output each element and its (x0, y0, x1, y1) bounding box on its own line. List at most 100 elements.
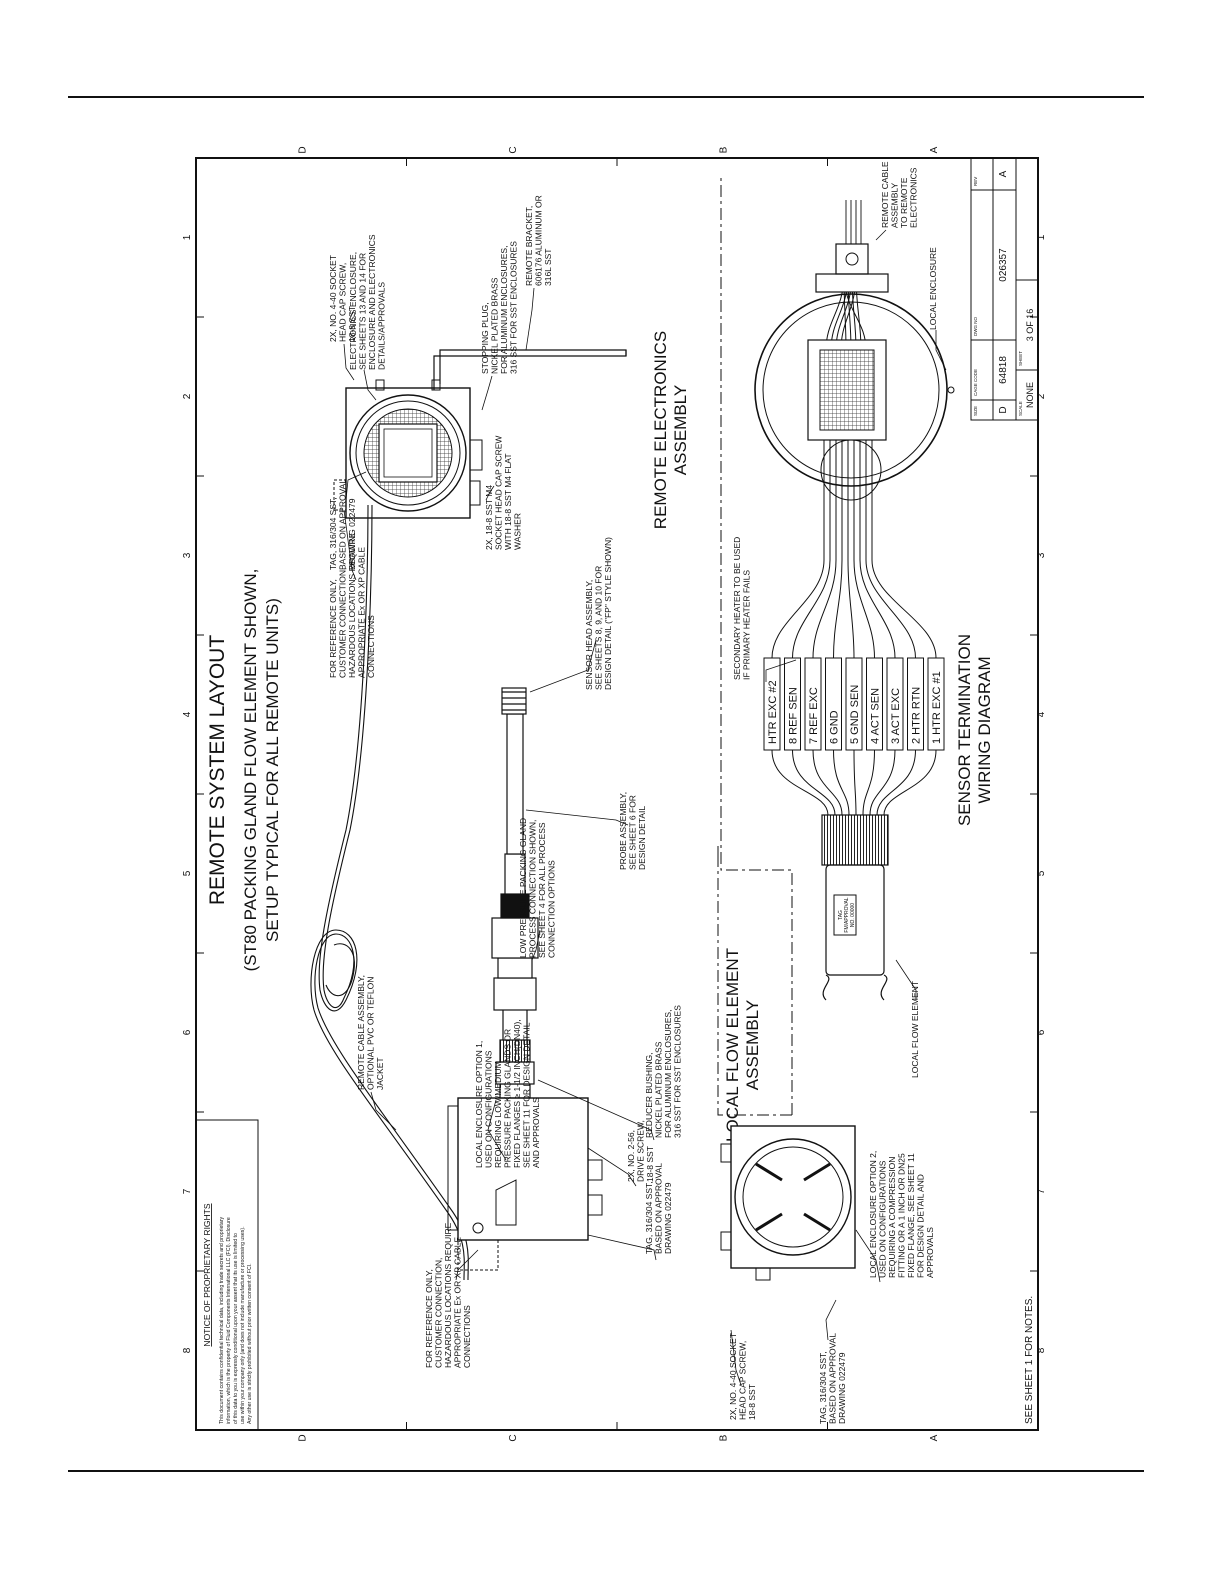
section-title-local-2: ASSEMBLY (743, 1000, 762, 1090)
title-block-size-label: SIZE (973, 406, 978, 416)
callout-line: 2X, NO. 2-56, (626, 1130, 636, 1182)
callout-line: PRESSURE PACKING GLANDS OR (503, 1029, 513, 1168)
zone-column-label: 6 (182, 1029, 193, 1035)
section-title-remote-2: ASSEMBLY (671, 385, 690, 475)
callout-line: STOPPING PLUG, (480, 302, 490, 374)
callout-line: TO REMOTE (899, 177, 909, 228)
wire-left (876, 749, 916, 816)
zone-row-label: A (929, 1434, 940, 1441)
callout-line: FOR DESIGN DETAIL AND (916, 1174, 926, 1278)
terminal-box (927, 657, 945, 751)
callout-line: APPROPRIATE Ex OR XP CABLE (453, 1237, 463, 1368)
wire-left (812, 749, 843, 816)
tag-plate-text: NO. 00000 (850, 903, 856, 927)
callout-line: ASSEMBLY (890, 182, 900, 228)
callout-line: LOCAL ENCLOSURE OPTION 1, (474, 1041, 484, 1168)
title-block-rev: A (998, 170, 1009, 177)
callout-line: PROBE ASSEMBLY, (618, 792, 628, 870)
callout-local-flow-element: LOCAL FLOW ELEMENT (910, 981, 920, 1078)
title-block-cage-label: CAGE CODE (973, 369, 978, 396)
zone-column-label: 3 (182, 552, 193, 558)
callout-line: HEAD CAP SCREW, (338, 263, 348, 342)
callout-line: ELECTRONICS (909, 167, 919, 228)
notice-line: This document contains confidential tech… (219, 1217, 225, 1424)
callout-line: REMOTE BRACKET, (524, 206, 534, 286)
wire-left (862, 749, 875, 816)
callout-line: 2X, NO. 4-40 SOCKET (728, 1333, 738, 1420)
wire-right (847, 430, 855, 659)
callout-line: APPROVALS (925, 1227, 935, 1278)
zone-tick-marks (196, 158, 1038, 1430)
callout-line: CONNECTION OPTIONS (547, 860, 557, 958)
callout-line: DRAWING 022479 (347, 498, 357, 570)
terminal-label: 2 HTR RTN (911, 687, 923, 744)
callout-line: ELECTRONICS ENCLOSURE, (348, 252, 358, 370)
zone-column-label: 5 (182, 870, 193, 876)
callout-line: NICKEL PLATED BRASS (654, 1041, 664, 1138)
callout-line: SEE SHEET 11 FOR DESIGN DETAIL (522, 1022, 532, 1168)
callout-line: FIXED FLANGE, SEE SHEET 11 (906, 1153, 916, 1278)
callout-line: SEE SHEETS 8, 9, AND 10 FOR (594, 566, 604, 690)
callout-line: FIXED FLANGES ≥ 1-1/2 INCH(DN40), (512, 1019, 522, 1168)
callout-line: PROCESS CONNECTION SHOWN, (528, 820, 538, 958)
callout-line: ENCLOSURE AND ELECTRONICS (367, 234, 377, 370)
callout-line: 316 SST FOR SST ENCLOSURES (673, 1005, 683, 1138)
title-block-scale-label: SCALE (1018, 401, 1023, 416)
callout-line: HEAD CAP SCREW, (738, 1341, 748, 1420)
terminal-label: 6 GND (829, 710, 841, 744)
callout-line: AND APPROVALS (531, 1097, 541, 1168)
wire-right (859, 430, 896, 659)
local-flow-element (821, 814, 889, 1001)
terminal-label: 4 ACT SEN (870, 688, 882, 744)
notice-title: NOTICE OF PROPRIETARY RIGHTS (202, 1203, 212, 1346)
callout-line: USED ON CONFIGURATIONS (484, 1050, 494, 1168)
wire-left (883, 749, 937, 816)
wire-right (771, 430, 825, 659)
callout-line: DRIVE SCREW, (636, 1120, 646, 1182)
callout-line: 2X, 18-8 SST M4 (484, 485, 494, 550)
zone-column-label: 8 (1036, 1347, 1047, 1353)
callout-line: SEE SHEETS 13 AND 14 FOR (358, 253, 368, 370)
callout-line: HAZARDOUS LOCATIONS REQUIRE (443, 1222, 453, 1368)
title-block-dwg: 026357 (998, 248, 1009, 282)
callout-line: CUSTOMER CONNECTION, (434, 1258, 444, 1368)
section-title-local-1: LOCAL FLOW ELEMENT (723, 948, 742, 1142)
zone-row-label: D (297, 1434, 308, 1441)
terminal-label: 5 GND SEN (849, 685, 861, 744)
callout-line: NICKEL PLATED BRASS (490, 277, 500, 374)
callout-line: SENSOR HEAD ASSEMBLY, (584, 580, 594, 690)
header-rule (68, 96, 1144, 98)
terminal-label: 1 HTR EXC #1 (931, 671, 943, 744)
zone-column-label: 5 (1036, 870, 1047, 876)
callout-line: 606176 ALUMINUM OR (534, 195, 544, 286)
callout-line: 18-8 SST (347, 306, 357, 342)
zone-column-label: 3 (1036, 552, 1047, 558)
terminal-box (886, 657, 904, 751)
terminal-box (845, 657, 863, 751)
callout-local-enclosure: LOCAL ENCLOSURE (928, 247, 938, 330)
callout-line: FOR ALUMINUM ENCLOSURES, (499, 246, 509, 374)
callout-line: CONNECTIONS (366, 615, 376, 678)
callout-line: CONNECTIONS (462, 1305, 472, 1368)
section-title-wiring-1: SENSOR TERMINATION (955, 634, 974, 826)
callout-line: 18-8 SST (645, 1146, 655, 1182)
zone-column-label: 1 (182, 234, 193, 240)
callout-line: BASED ON APPROVAL (828, 1333, 838, 1424)
callout-line: FOR ALUMINUM ENCLOSURES, (663, 1010, 673, 1138)
callout-line: REMOTE CABLE (880, 161, 890, 228)
landscape-sheet: REMOTE SYSTEM LAYOUT (ST80 PACKING GLAND… (195, 157, 1039, 1431)
footer-rule (68, 1470, 1144, 1472)
zone-column-label: 4 (1036, 711, 1047, 717)
terminal-box (784, 657, 801, 751)
callout-line: LOCAL ENCLOSURE OPTION 2, (868, 1151, 878, 1278)
terminal-box (825, 657, 842, 751)
callout-line: DRAWING 022479 (837, 1352, 847, 1424)
callout-line: LOW PRESSURE PACKING GLAND (518, 818, 528, 958)
callout-line: SEE SHEET 4 FOR ALL PROCESS (537, 822, 547, 958)
remote-bracket (433, 349, 627, 390)
callout-line: REQUIRING A COMPRESSION (887, 1157, 897, 1278)
wire-right (853, 430, 875, 659)
callout-line: HAZARDOUS LOCATIONS REQUIRE (347, 532, 357, 678)
